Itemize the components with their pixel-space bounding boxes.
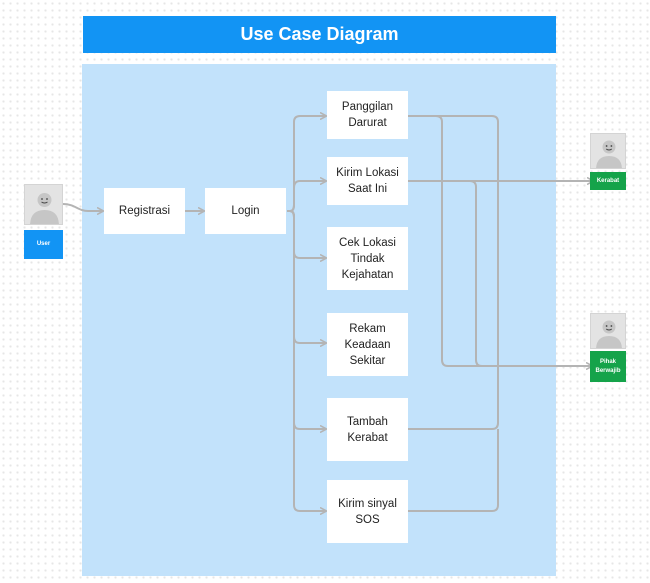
edge-login-cek-lokasi [287, 210, 326, 258]
user-avatar-icon [30, 193, 59, 224]
edge-kirim-lokasi-pihak [408, 180, 483, 367]
pihak-berwajib-label: Pihak Berwajib [590, 351, 626, 382]
edge-user-registrasi [62, 203, 103, 211]
pihak-berwajib-actor [590, 313, 626, 349]
diagram-title: Use Case Diagram [83, 16, 556, 53]
edge-sos-right [408, 429, 499, 512]
edge-login-kirim-lokasi [287, 181, 326, 212]
kirim-lokasi-node: Kirim Lokasi Saat Ini [327, 157, 408, 205]
kerabat-avatar-icon [596, 140, 622, 168]
kirim-sos-node: Kirim sinyal SOS [327, 480, 408, 543]
edge-tambah-right [408, 181, 499, 430]
edge-login-sos [287, 210, 326, 511]
panggilan-darurat-node: Panggilan Darurat [327, 91, 408, 139]
kerabat-label: Kerabat [590, 172, 626, 190]
edge-panggilan-pihak [408, 115, 592, 366]
user-label: User [24, 230, 63, 259]
login-node: Login [205, 188, 286, 234]
registrasi-node: Registrasi [104, 188, 185, 234]
edge-login-panggilan [287, 116, 326, 212]
tambah-kerabat-node: Tambah Kerabat [327, 398, 408, 461]
cek-lokasi-node: Cek Lokasi Tindak Kejahatan [327, 227, 408, 290]
edge-login-rekam [287, 210, 326, 343]
pihak-berwajib-avatar-icon [596, 320, 622, 348]
edge-login-tambah [287, 210, 326, 429]
rekam-keadaan-node: Rekam Keadaan Sekitar [327, 313, 408, 376]
edge-panggilan-right [408, 115, 499, 181]
user-actor [24, 184, 63, 225]
kerabat-actor [590, 133, 626, 169]
